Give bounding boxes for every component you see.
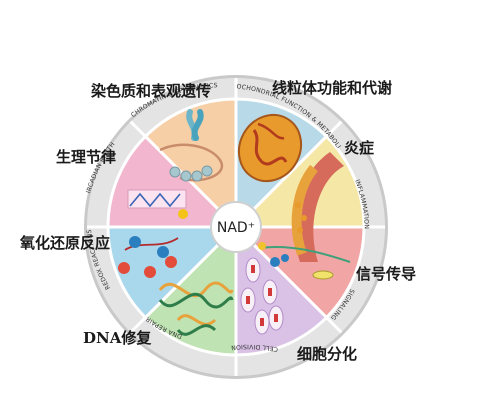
chromosome-illustration — [159, 109, 224, 182]
callout-inflammation: 炎症 — [344, 139, 374, 157]
wedge-redox — [106, 225, 240, 320]
vessel-illustration — [291, 152, 344, 262]
callout-cell-division: 细胞分化 — [297, 345, 357, 363]
nad-center-circle — [210, 201, 262, 253]
wedge-signaling — [232, 225, 366, 320]
cell-division-illustration — [240, 257, 284, 335]
circadian-illustration — [127, 189, 188, 219]
ring-separators — [87, 78, 385, 376]
dna-helix-illustration — [158, 281, 234, 336]
nad-center-label: NAD⁺ — [217, 220, 255, 236]
ring-label-cell-division: CELL DIVISION — [230, 343, 278, 353]
callout-redox: 氧化还原反应 — [19, 234, 110, 252]
callout-signaling: 信号传导 — [356, 265, 416, 283]
callout-mitochondrial: 线粒体功能和代谢 — [272, 79, 392, 97]
redox-illustration — [118, 236, 179, 278]
callout-chromatin: 染色质和表观遗传 — [90, 82, 211, 100]
callout-dna-repair: DNA修复 — [83, 329, 152, 347]
wedge-chromatin — [143, 97, 238, 231]
callout-circadian: 生理节律 — [56, 148, 116, 166]
signaling-illustration — [258, 242, 351, 280]
mitochondrion-illustration — [237, 113, 303, 183]
